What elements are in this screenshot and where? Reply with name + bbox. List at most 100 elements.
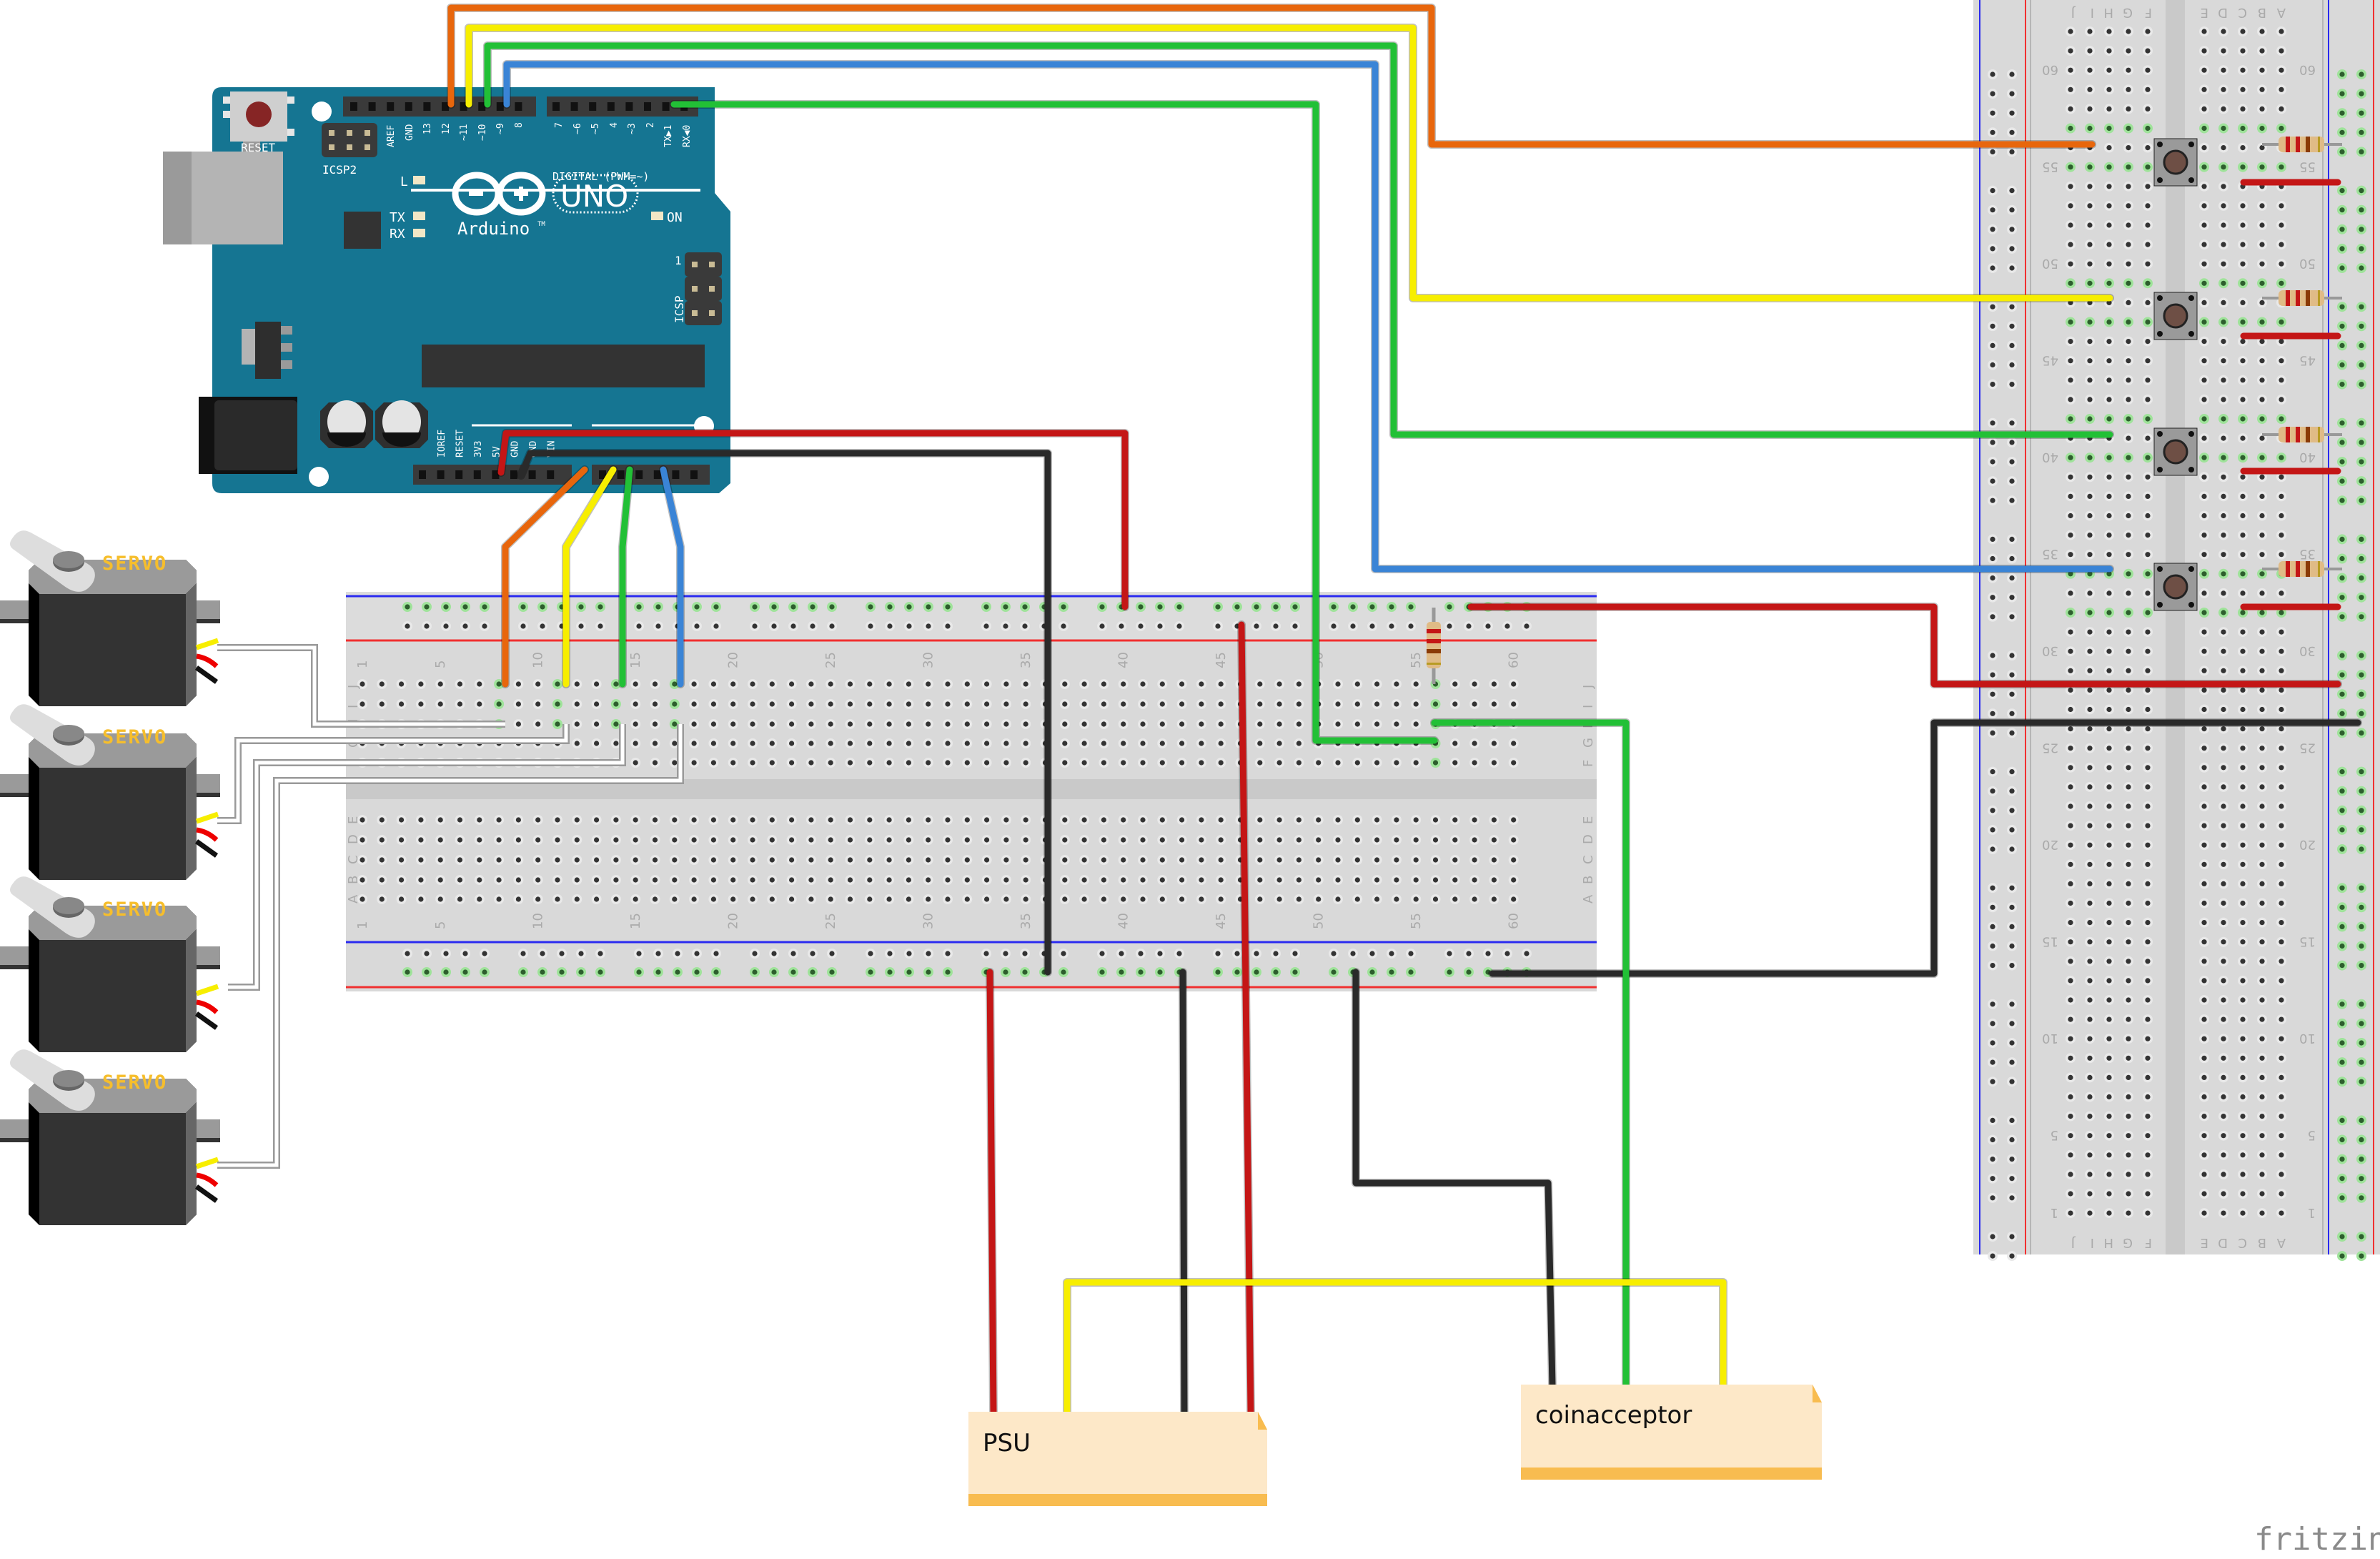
breadboard-hole[interactable] <box>2106 145 2112 151</box>
breadboard-hole[interactable] <box>984 837 990 843</box>
breadboard-hole[interactable] <box>1273 604 1279 610</box>
breadboard-hole[interactable] <box>1990 1059 1995 1065</box>
breadboard-hole[interactable] <box>2087 881 2093 886</box>
breadboard-hole[interactable] <box>2279 222 2284 228</box>
breadboard-hole[interactable] <box>1003 837 1009 843</box>
breadboard-hole[interactable] <box>2259 493 2265 500</box>
breadboard-hole[interactable] <box>2145 552 2151 558</box>
breadboard-hole[interactable] <box>2359 1001 2364 1007</box>
breadboard-hole[interactable] <box>789 760 795 766</box>
breadboard-hole[interactable] <box>675 969 680 975</box>
breadboard-hole[interactable] <box>535 721 541 727</box>
breadboard-hole[interactable] <box>437 681 443 687</box>
breadboard-hole[interactable] <box>1101 817 1106 823</box>
breadboard-hole[interactable] <box>2259 125 2265 132</box>
header-pin[interactable] <box>653 470 661 479</box>
breadboard-hole[interactable] <box>2068 184 2073 189</box>
breadboard-hole[interactable] <box>2009 382 2015 387</box>
breadboard-hole[interactable] <box>2106 842 2112 848</box>
breadboard-hole[interactable] <box>2259 319 2265 325</box>
breadboard-hole[interactable] <box>2201 29 2207 34</box>
breadboard-hole[interactable] <box>1394 837 1399 843</box>
breadboard-hole[interactable] <box>790 969 796 975</box>
breadboard-hole[interactable] <box>2279 67 2284 73</box>
wire-yellow-psu-coin[interactable] <box>1063 1279 1727 1415</box>
header-pin[interactable] <box>625 102 633 111</box>
breadboard-hole[interactable] <box>2087 939 2093 945</box>
breadboard-hole[interactable] <box>2009 808 2015 813</box>
breadboard-hole[interactable] <box>2201 997 2207 1003</box>
breadboard-hole[interactable] <box>2221 552 2226 558</box>
breadboard-hole[interactable] <box>2068 687 2073 693</box>
breadboard-hole[interactable] <box>2359 769 2364 775</box>
breadboard-hole[interactable] <box>886 877 892 883</box>
breadboard-hole[interactable] <box>2068 959 2073 964</box>
wire-red-psu[interactable] <box>986 969 997 1415</box>
breadboard-hole[interactable] <box>2240 959 2246 964</box>
breadboard-hole[interactable] <box>1023 817 1028 823</box>
breadboard-hole[interactable] <box>2087 668 2093 673</box>
breadboard-hole[interactable] <box>652 896 658 902</box>
breadboard-hole[interactable] <box>2201 280 2207 286</box>
breadboard-hole[interactable] <box>2240 900 2246 906</box>
breadboard-hole[interactable] <box>2145 668 2151 673</box>
header-pin[interactable] <box>515 102 522 111</box>
breadboard-hole[interactable] <box>578 623 584 629</box>
breadboard-hole[interactable] <box>1218 760 1224 766</box>
breadboard-hole[interactable] <box>1990 382 1995 387</box>
breadboard-hole[interactable] <box>1003 857 1009 863</box>
breadboard-hole[interactable] <box>2087 242 2093 247</box>
breadboard-hole[interactable] <box>2126 552 2131 558</box>
breadboard-hole[interactable] <box>1990 614 1995 620</box>
servo-signal-wire[interactable] <box>217 724 568 823</box>
breadboard-hole[interactable] <box>2259 997 2265 1003</box>
breadboard-hole[interactable] <box>555 877 560 883</box>
breadboard-hole[interactable] <box>769 681 775 687</box>
breadboard-hole[interactable] <box>2068 668 2073 673</box>
breadboard-hole[interactable] <box>828 721 833 727</box>
breadboard-hole[interactable] <box>2106 765 2112 771</box>
breadboard-hole[interactable] <box>2145 861 2151 867</box>
breadboard-hole[interactable] <box>2106 861 2112 867</box>
breadboard-hole[interactable] <box>2359 730 2364 736</box>
breadboard-hole[interactable] <box>2201 1172 2207 1177</box>
breadboard-hole[interactable] <box>2240 1074 2246 1080</box>
note-psu[interactable]: PSU <box>968 1412 1267 1506</box>
breadboard-hole[interactable] <box>2240 571 2246 577</box>
breadboard-hole[interactable] <box>2201 145 2207 151</box>
breadboard-hole[interactable] <box>1990 1195 1995 1201</box>
breadboard-hole[interactable] <box>1990 1157 1995 1162</box>
breadboard-hole[interactable] <box>2201 726 2207 732</box>
breadboard-hole[interactable] <box>360 681 365 687</box>
breadboard-hole[interactable] <box>2339 846 2345 852</box>
breadboard-hole[interactable] <box>1491 701 1497 707</box>
breadboard-hole[interactable] <box>984 721 990 727</box>
breadboard-hole[interactable] <box>2359 788 2364 794</box>
wire-green-pin10[interactable] <box>484 42 2113 438</box>
breadboard-hole[interactable] <box>887 969 893 975</box>
breadboard-hole[interactable] <box>2221 823 2226 828</box>
breadboard-hole[interactable] <box>984 857 990 863</box>
breadboard-hole[interactable] <box>808 877 814 883</box>
breadboard-hole[interactable] <box>1296 681 1301 687</box>
breadboard-hole[interactable] <box>1292 623 1298 629</box>
breadboard-hole[interactable] <box>2126 86 2131 92</box>
breadboard-hole[interactable] <box>2259 358 2265 364</box>
breadboard-hole[interactable] <box>710 721 717 727</box>
breadboard-hole[interactable] <box>2009 963 2015 969</box>
breadboard-hole[interactable] <box>2359 91 2364 96</box>
breadboard-hole[interactable] <box>1218 877 1224 883</box>
breadboard-hole[interactable] <box>1466 969 1472 975</box>
breadboard-hole[interactable] <box>1408 951 1414 956</box>
breadboard-hole[interactable] <box>2240 106 2246 112</box>
breadboard-hole[interactable] <box>535 896 541 902</box>
header-pin[interactable] <box>552 102 560 111</box>
breadboard-hole[interactable] <box>2221 513 2226 519</box>
breadboard-hole[interactable] <box>1990 1021 1995 1026</box>
breadboard-hole[interactable] <box>2359 362 2364 368</box>
breadboard-hole[interactable] <box>2221 1133 2226 1139</box>
breadboard-hole[interactable] <box>2359 478 2364 484</box>
breadboard-hole[interactable] <box>1138 623 1144 629</box>
breadboard-hole[interactable] <box>2068 493 2073 500</box>
breadboard-hole[interactable] <box>1199 701 1204 707</box>
